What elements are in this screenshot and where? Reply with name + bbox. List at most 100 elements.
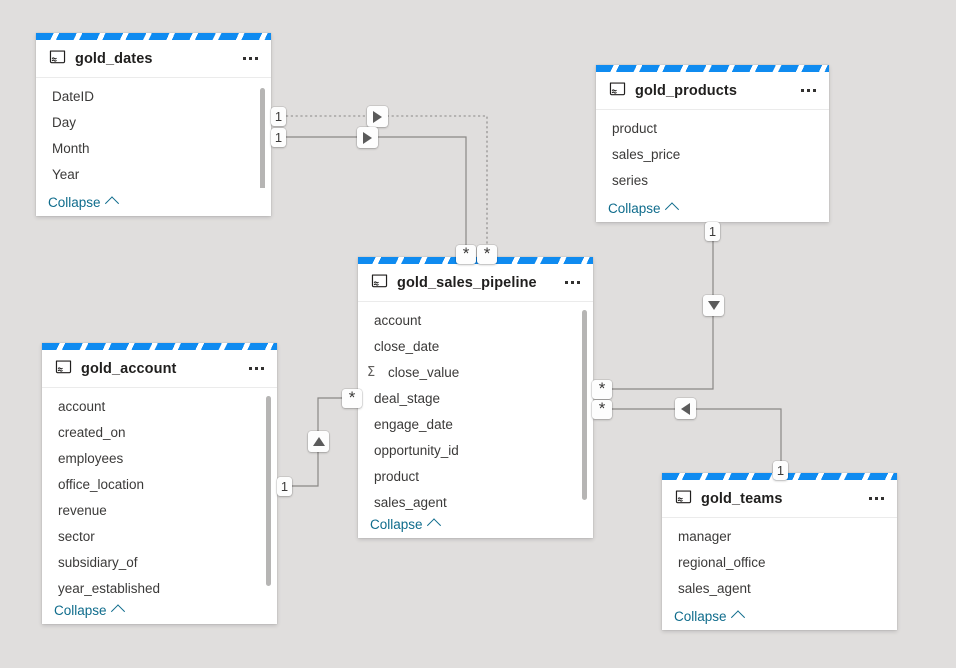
field-row[interactable]: Month (36, 135, 271, 161)
field-row[interactable]: sector (42, 523, 277, 549)
field-name: revenue (58, 502, 107, 518)
field-row[interactable]: account (358, 307, 593, 333)
field-name: Day (52, 114, 77, 130)
relationship-marker-arrow-up-account[interactable] (308, 431, 329, 452)
relationship-line-products-pipeline[interactable] (602, 224, 714, 390)
cardinality-many-badge[interactable]: * (592, 400, 612, 419)
field-row[interactable]: subsidiary_of (42, 549, 277, 575)
cardinality-many-badge[interactable]: * (592, 380, 612, 399)
cardinality-one-badge[interactable]: 1 (705, 222, 720, 241)
field-row[interactable]: employees (42, 445, 277, 471)
field-row[interactable]: manager (662, 523, 897, 549)
more-options-icon[interactable] (865, 488, 887, 510)
field-row[interactable]: deal_stage (358, 385, 593, 411)
relationship-marker-arrow-right-active[interactable] (357, 127, 378, 148)
arrow-right-icon (373, 110, 382, 123)
more-options-icon[interactable] (561, 272, 583, 294)
field-row[interactable]: sales_price (596, 141, 829, 167)
field-row[interactable]: opportunity_id (358, 437, 593, 463)
field-name: regional_office (678, 554, 766, 570)
field-name: employees (58, 450, 124, 466)
table-card-header[interactable]: gold_teams (662, 480, 897, 518)
more-options-icon[interactable] (245, 358, 267, 380)
collapse-button[interactable]: Collapse (42, 596, 277, 624)
field-name: product (612, 120, 658, 136)
field-row[interactable]: created_on (42, 419, 277, 445)
collapse-label: Collapse (54, 602, 107, 618)
cardinality-one-badge[interactable]: 1 (773, 461, 788, 480)
arrow-left-icon (681, 402, 690, 415)
field-name: office_location (58, 476, 145, 492)
field-row[interactable]: DateID (36, 83, 271, 109)
collapse-button[interactable]: Collapse (662, 602, 897, 630)
table-icon (49, 50, 66, 64)
field-name: opportunity_id (374, 442, 459, 458)
field-list-scrollbar[interactable] (266, 396, 271, 586)
cardinality-one-badge[interactable]: 1 (271, 107, 286, 126)
relationship-line-dates-pipeline-active[interactable] (286, 136, 467, 246)
field-name: sales_agent (374, 494, 447, 510)
field-name: engage_date (374, 416, 453, 432)
arrow-down-icon (707, 301, 720, 310)
relationship-marker-arrow-down-products[interactable] (703, 295, 724, 316)
field-row[interactable]: Year (36, 161, 271, 187)
field-row[interactable]: engage_date (358, 411, 593, 437)
field-row[interactable]: series (596, 167, 829, 193)
collapse-button[interactable]: Collapse (596, 194, 829, 222)
table-card-accent-bar (596, 65, 829, 72)
more-options-icon[interactable] (239, 48, 261, 70)
table-card-header[interactable]: gold_account (42, 350, 277, 388)
field-list-scrollbar[interactable] (582, 310, 587, 500)
chevron-up-icon (110, 604, 125, 619)
field-row[interactable]: office_location (42, 471, 277, 497)
collapse-button[interactable]: Collapse (36, 188, 271, 216)
arrow-up-icon (312, 437, 325, 446)
table-card-accent-bar (36, 33, 271, 40)
field-row[interactable]: regional_office (662, 549, 897, 575)
field-row[interactable]: Day (36, 109, 271, 135)
field-row[interactable]: product (358, 463, 593, 489)
field-name: product (374, 468, 420, 484)
relationship-line-dates-pipeline-inactive[interactable] (286, 115, 488, 246)
table-icon (55, 360, 72, 374)
relationship-marker-arrow-right-inactive[interactable] (367, 106, 388, 127)
field-row[interactable]: close_date (358, 333, 593, 359)
cardinality-many-badge[interactable]: * (342, 389, 362, 408)
collapse-button[interactable]: Collapse (358, 510, 593, 538)
more-options-icon[interactable] (797, 80, 819, 102)
table-card-header[interactable]: gold_products (596, 72, 829, 110)
field-name: manager (678, 528, 732, 544)
field-row[interactable]: sales_agent (358, 489, 593, 510)
field-row[interactable]: revenue (42, 497, 277, 523)
field-list-scrollbar[interactable] (260, 88, 265, 188)
table-icon (609, 82, 626, 96)
field-name: Month (52, 140, 90, 156)
table-name: gold_sales_pipeline (397, 274, 537, 291)
table-icon (675, 490, 692, 504)
table-card-header[interactable]: gold_sales_pipeline (358, 264, 593, 302)
field-name: deal_stage (374, 390, 441, 406)
cardinality-many-badge[interactable]: * (477, 245, 497, 264)
cardinality-one-badge[interactable]: 1 (277, 477, 292, 496)
field-row[interactable]: sales_agent (662, 575, 897, 601)
field-row[interactable]: year_established (42, 575, 277, 596)
cardinality-one-badge[interactable]: 1 (271, 128, 286, 147)
relationship-marker-arrow-left-teams[interactable] (675, 398, 696, 419)
cardinality-many-badge[interactable]: * (456, 245, 476, 264)
field-name: DateID (52, 88, 95, 104)
field-row[interactable]: product (596, 115, 829, 141)
table-card-accent-bar (42, 343, 277, 350)
table-name: gold_teams (701, 490, 783, 507)
table-card-header[interactable]: gold_dates (36, 40, 271, 78)
field-row[interactable]: account (42, 393, 277, 419)
